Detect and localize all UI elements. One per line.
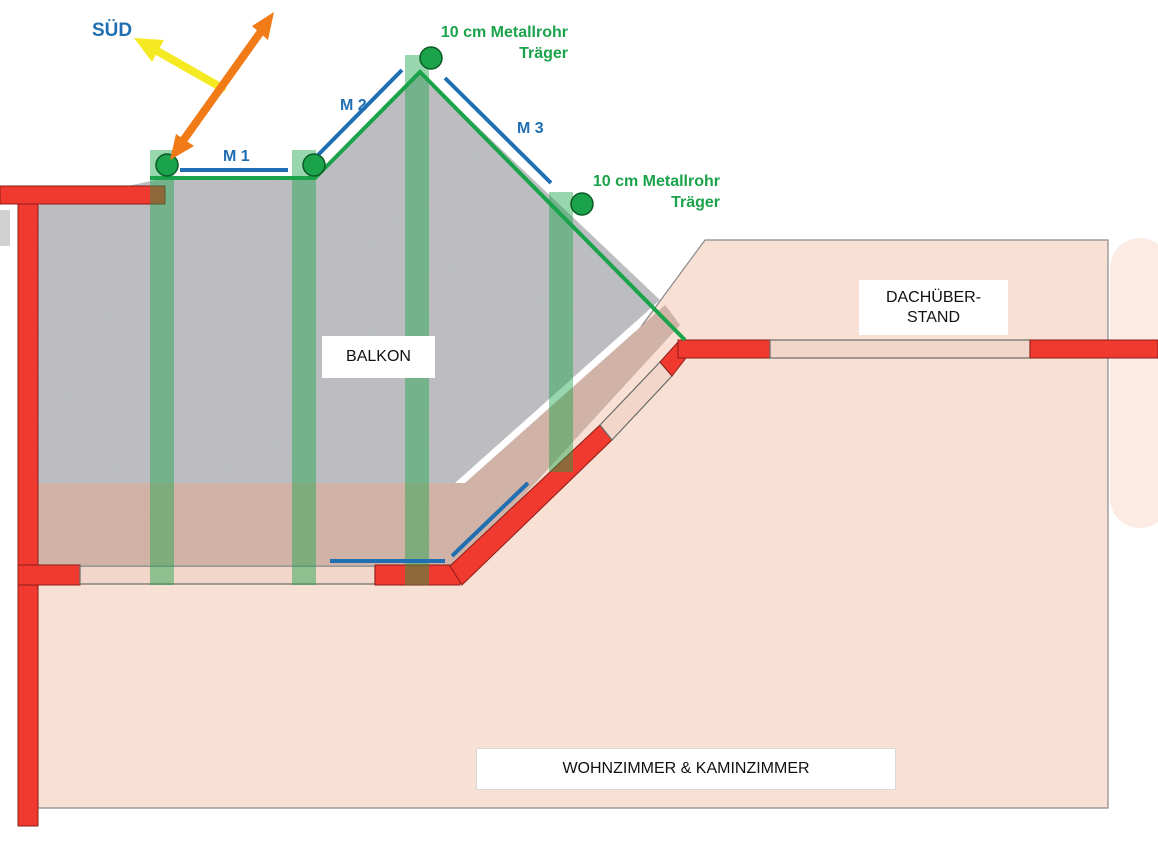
wall-edge bbox=[0, 210, 10, 246]
segment-m3-label: M 3 bbox=[517, 120, 544, 137]
exterior-shade bbox=[1110, 238, 1158, 528]
room-label-dachueberstand: DACHÜBER- STAND bbox=[859, 280, 1008, 335]
measure-lines bbox=[180, 68, 553, 563]
south-arrow bbox=[134, 38, 226, 92]
pipe-label-top-line2: Träger bbox=[519, 45, 568, 62]
pipe-label-right-line2: Träger bbox=[671, 194, 720, 211]
pipe-label-top-line1: 10 cm Metallrohr bbox=[440, 24, 568, 41]
room-label-wohnzimmer: WOHNZIMMER & KAMINZIMMER bbox=[476, 748, 896, 790]
direction-arrow bbox=[170, 12, 274, 160]
window-bottom bbox=[79, 565, 376, 585]
wall-right-1 bbox=[677, 339, 771, 359]
compass-label: SÜD bbox=[92, 20, 133, 41]
segment-m1-label: M 1 bbox=[223, 148, 250, 165]
wall-left bbox=[17, 203, 39, 827]
wall-bottom-left bbox=[17, 564, 81, 586]
pipe-markers bbox=[155, 46, 594, 216]
window-right bbox=[769, 339, 1031, 359]
support-columns bbox=[150, 55, 573, 585]
room-label-balkon: BALKON bbox=[322, 336, 435, 378]
wall-top-left bbox=[0, 185, 166, 205]
outline-green bbox=[150, 69, 687, 342]
pipe-label-right-line1: 10 cm Metallrohr bbox=[592, 173, 720, 190]
wall-right-2 bbox=[1029, 339, 1158, 359]
segment-m2-label: M 2 bbox=[340, 97, 367, 114]
